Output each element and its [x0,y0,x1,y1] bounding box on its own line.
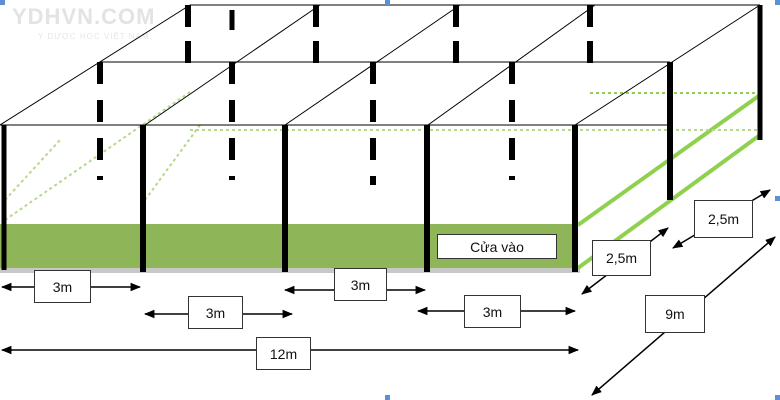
entrance-label: Cửa vào [437,234,557,259]
logo-subtitle: Y DƯỢC HỌC VIỆT NAM [38,32,150,41]
ground-base [0,268,580,273]
watermark-logo: YDHVN.COM Y DƯỢC HỌC VIỆT NAM [12,4,156,42]
handle-mr [775,196,780,201]
left-ground-dotted-3 [4,139,61,201]
handle-bc [385,395,390,400]
bay-2-label: 3m [188,296,243,329]
total-length-label: 12m [256,337,311,370]
logo-title: YDHVN.COM [12,4,156,29]
height-back-label: 2,5m [694,200,753,238]
height-front-label: 2,5m [592,240,651,276]
handle-br [775,395,780,400]
handle-tc [385,0,390,5]
left-ground-dotted [4,91,191,221]
bay-1-label: 3m [34,270,91,303]
handle-tl [0,0,5,5]
left-ground-dotted-2 [144,124,201,201]
bay-3-label: 3m [334,268,387,301]
handle-tr [775,0,780,5]
bay-4-label: 3m [464,295,521,328]
width-label: 9m [645,295,705,333]
roof-diag-1 [0,4,191,126]
